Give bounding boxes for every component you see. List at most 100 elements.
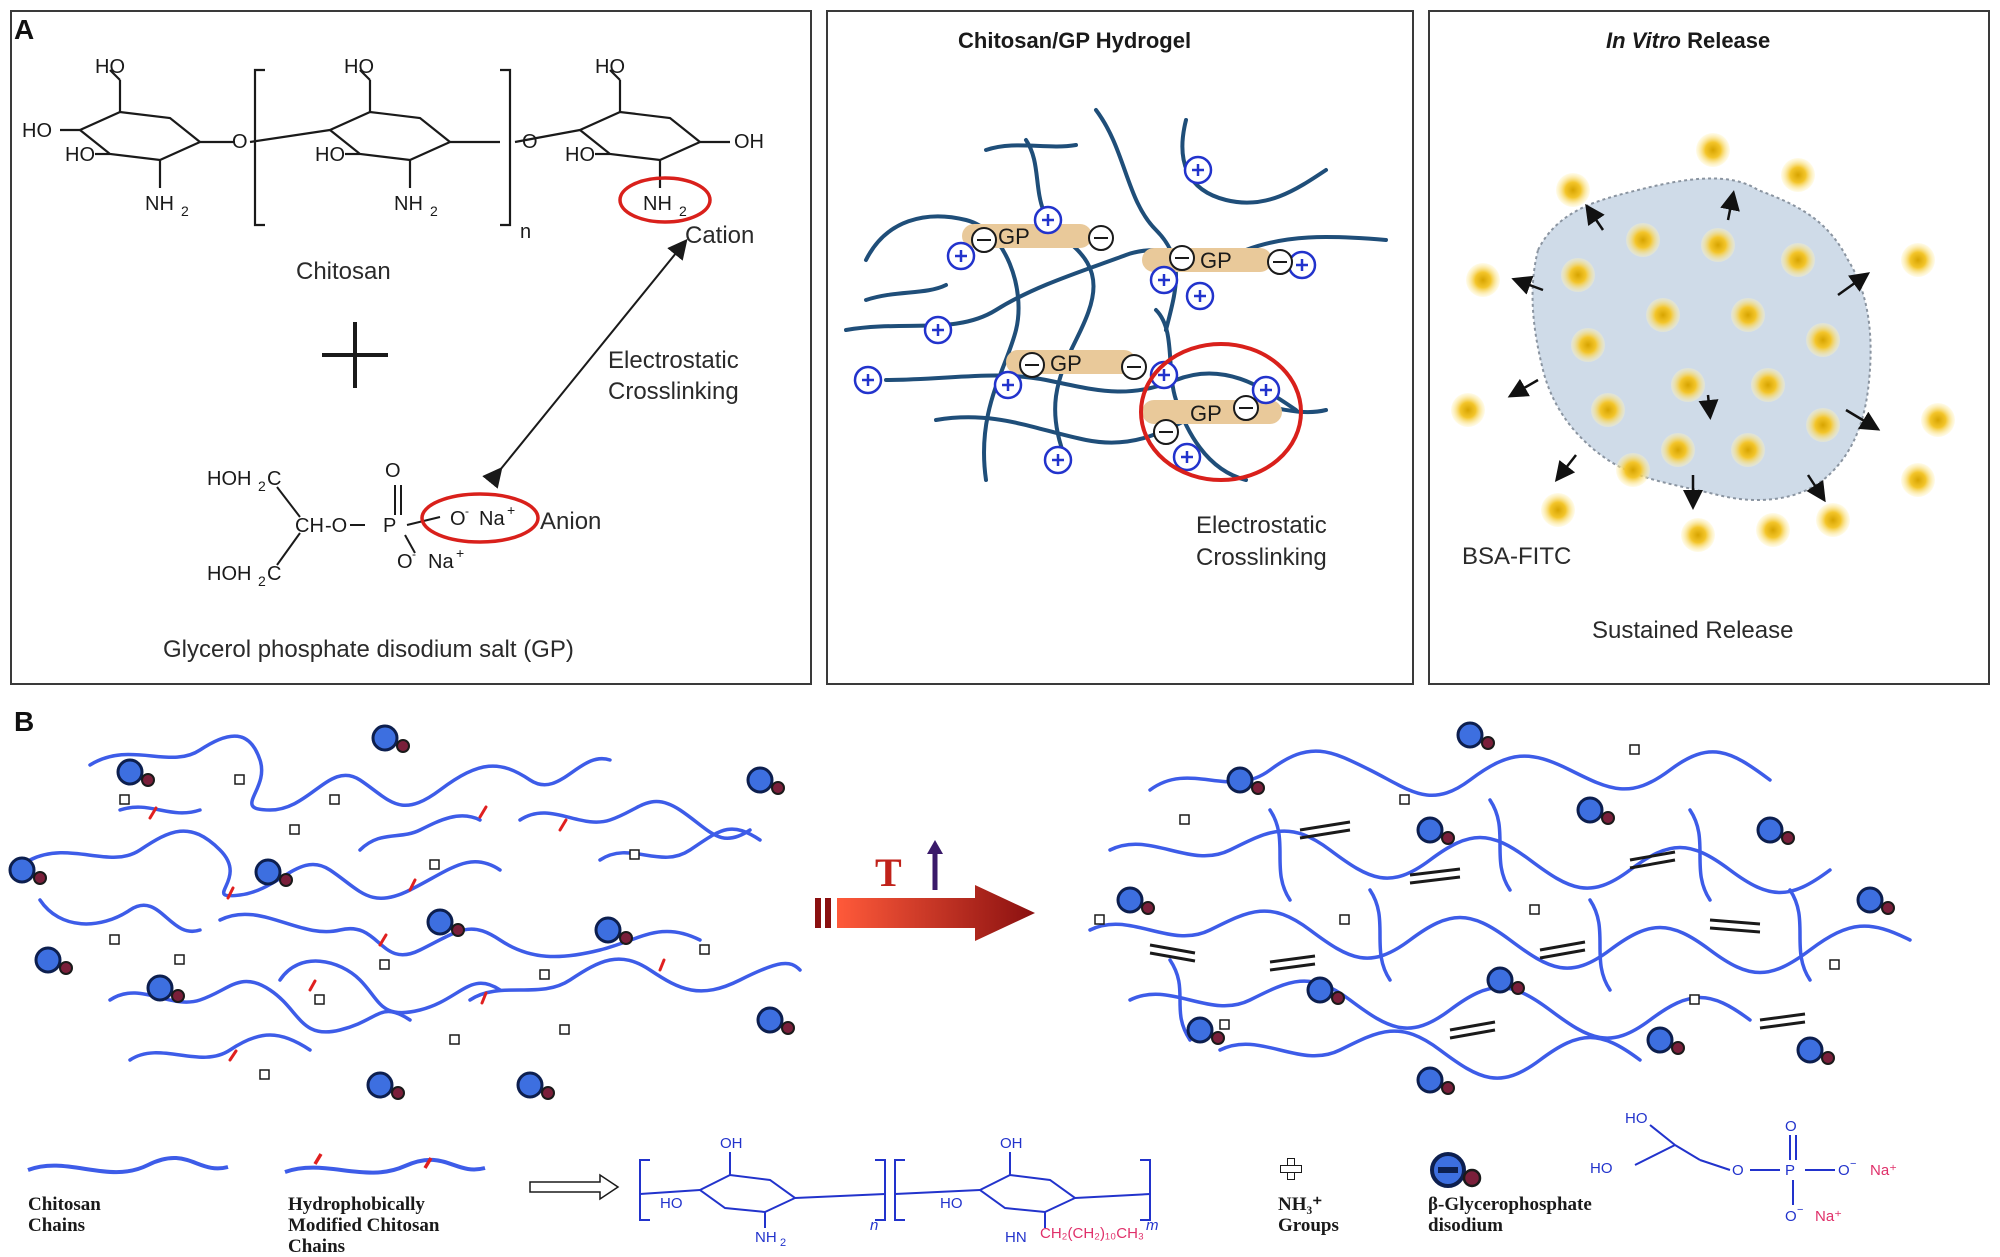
svg-text:HO: HO [95, 56, 125, 78]
svg-text:O: O [1785, 1118, 1797, 1135]
legend-modified-chains: Hydrophobically Modified Chitosan Chains [288, 1194, 440, 1257]
bsa-particles [1451, 133, 1955, 552]
svg-text:2: 2 [181, 203, 189, 219]
sol-hydrophobic-groups [148, 805, 666, 1062]
crosslink-arrow [482, 238, 688, 489]
svg-text:OH: OH [734, 131, 764, 153]
electrostatic-crosslinking-label: Electrostatic Crosslinking [608, 347, 739, 405]
hydrogel-crosslinking-label: Electrostatic Crosslinking [1196, 512, 1327, 571]
svg-text:HOH: HOH [207, 563, 251, 585]
release-arrows [1507, 190, 1881, 510]
bsa-fitc-label: BSA-FITC [1462, 543, 1572, 570]
svg-text:HO: HO [315, 144, 345, 166]
svg-text:HOH: HOH [207, 468, 251, 490]
svg-text:NH: NH [755, 1229, 777, 1246]
svg-text:Na: Na [428, 551, 454, 573]
svg-text:HN: HN [1005, 1229, 1027, 1246]
cation-highlight-ring [618, 176, 712, 224]
legend-hydrophobic-substituent: CH₂(CH₂)₁₀CH₃ [1040, 1225, 1144, 1242]
svg-text:C: C [267, 468, 281, 490]
svg-text:2: 2 [258, 573, 266, 589]
gel-nh3-groups [1094, 744, 1840, 1030]
svg-text:HO: HO [1590, 1160, 1613, 1177]
anion-highlight-ring [420, 492, 540, 544]
svg-text:P: P [1785, 1162, 1795, 1179]
release-title-rest: Release [1680, 28, 1771, 53]
sol-state-network [8, 724, 802, 1100]
sugar-ring-3 [577, 110, 703, 162]
legend-chitosan-chain-icon [27, 1156, 229, 1175]
hydrogel-network: GP GP GP GP [844, 108, 1388, 482]
gp-tags: GP GP GP GP [998, 224, 1232, 426]
svg-text:HO: HO [595, 56, 625, 78]
svg-text:HO: HO [660, 1195, 683, 1212]
sol-bgp-molecules [8, 724, 795, 1100]
cation-plus-marks [862, 164, 1308, 466]
gp-caption: Glycerol phosphate disodium salt (GP) [163, 636, 574, 663]
crosslink-highlight-ring [1139, 342, 1303, 482]
sugar-ring-1 [77, 110, 203, 162]
svg-text:O: O [385, 460, 401, 482]
svg-text:−: − [1797, 1204, 1803, 1216]
svg-text:O: O [522, 131, 538, 153]
svg-text:-: - [465, 504, 469, 518]
svg-text:GP: GP [1190, 401, 1222, 426]
legend-na-ion-2: Na⁺ [1815, 1208, 1842, 1225]
panel-b-label: B [14, 706, 35, 737]
release-title-italic: In Vitro [1606, 28, 1681, 53]
release-diagram [1451, 133, 1955, 552]
svg-text:GP: GP [1200, 248, 1232, 273]
svg-text:NH: NH [394, 193, 423, 215]
svg-text:n: n [520, 221, 531, 243]
plus-sign [322, 322, 388, 388]
legend-modified-chain-icon [284, 1153, 486, 1175]
svg-text:CH: CH [295, 515, 324, 537]
polymer-chains [844, 108, 1388, 482]
svg-text:2: 2 [679, 203, 687, 219]
gel-bgp-molecules [1116, 721, 1895, 1095]
legend-equivalence-arrow [529, 1173, 620, 1201]
svg-text:O: O [450, 508, 466, 530]
svg-text:C: C [267, 563, 281, 585]
gel-hydrophobic-junctions [1149, 820, 1806, 1040]
panel-a-label: A [14, 14, 35, 45]
legend-bgp-label: β-Glycerophosphate disodium [1428, 1194, 1592, 1236]
sol-chains [28, 734, 802, 1062]
legend-nh3-groups: NH₃⁺ Groups [1278, 1194, 1339, 1236]
svg-text:m: m [1146, 1217, 1159, 1234]
svg-text:O: O [397, 551, 413, 573]
svg-text:HO: HO [22, 120, 52, 142]
svg-text:O: O [232, 131, 248, 153]
svg-text:-O: -O [325, 515, 347, 537]
svg-text:GP: GP [998, 224, 1030, 249]
release-title: In Vitro Release [1606, 28, 1770, 54]
panel-hydrogel [826, 10, 1414, 685]
svg-text:HO: HO [1625, 1110, 1648, 1127]
legend-chitosan-chains: Chitosan Chains [28, 1194, 101, 1236]
cation-label: Cation [685, 222, 755, 249]
svg-text:OH: OH [1000, 1135, 1023, 1152]
sol-nh3-groups [109, 774, 710, 1080]
svg-text:NH: NH [643, 193, 672, 215]
svg-text:+: + [507, 502, 515, 518]
anion-label: Anion [540, 508, 602, 535]
legend-nh3-icon [1280, 1158, 1302, 1180]
hydrogel-title: Chitosan/GP Hydrogel [958, 28, 1192, 53]
svg-text:HO: HO [344, 56, 374, 78]
gel-state-network [1088, 721, 1912, 1095]
svg-text:+: + [456, 545, 464, 561]
sustained-release-label: Sustained Release [1592, 617, 1794, 644]
svg-text:2: 2 [780, 1237, 786, 1249]
svg-text:O: O [1785, 1208, 1797, 1225]
svg-text:HO: HO [565, 144, 595, 166]
svg-text:HO: HO [65, 144, 95, 166]
svg-text:n: n [870, 1217, 878, 1234]
svg-text:NH: NH [145, 193, 174, 215]
svg-text:O: O [1732, 1162, 1744, 1179]
svg-text:O: O [1838, 1162, 1850, 1179]
sugar-ring-2 [327, 110, 453, 162]
